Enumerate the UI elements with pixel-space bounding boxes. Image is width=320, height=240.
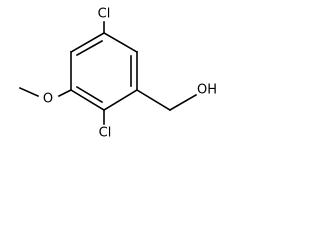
ring-bond-top-left [69,31,106,54]
ring-bond-bottom-right [102,88,139,112]
bond-ch2-to-oh [168,93,198,112]
bond-methoxy-o-to-methyl [18,86,40,98]
ring-double-bond-top-left [75,39,104,57]
ring-bond-bottom-left [69,88,106,112]
ring-bond-top-right [102,31,139,54]
hydroxyl-label: OH [197,83,217,98]
bond-ring-to-methoxy-o [57,88,73,98]
structural-formula: Cl Cl O OH [18,7,217,141]
ring-double-bond-bottom [75,85,104,104]
chlorine-label-bottom: Cl [99,126,112,141]
chlorine-label-top: Cl [98,7,111,22]
methoxy-oxygen-label: O [43,92,53,107]
bond-ring-to-ch2 [135,88,172,112]
